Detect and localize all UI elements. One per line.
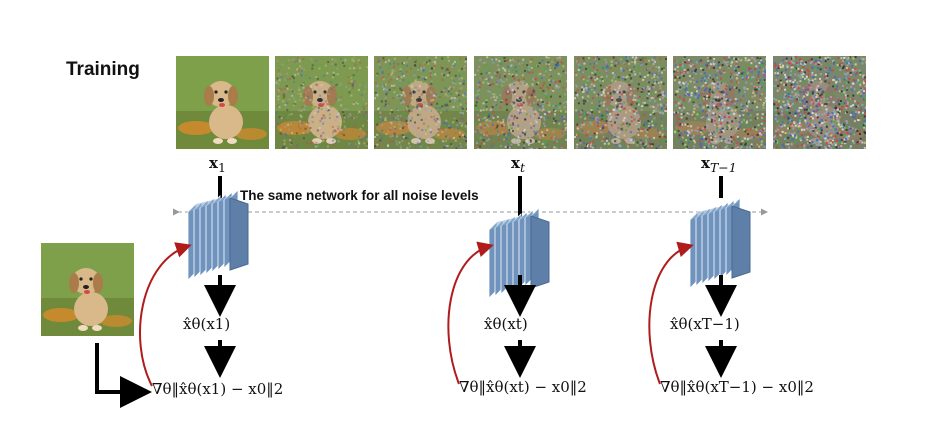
network-block-T: [689, 197, 751, 289]
loss-gradient-T-1: ∇θ‖x̂θ(xT−1) − x0‖2: [660, 378, 814, 396]
arrow-x0-to-loss: [95, 343, 152, 408]
image-frame-x0: [41, 243, 134, 336]
network-block-1: [187, 189, 249, 281]
label-x1: x1: [209, 154, 226, 175]
image-frame-x1-clean: [176, 56, 269, 149]
image-frame-noisy-3: [374, 56, 467, 149]
prediction-1: x̂θ(x1): [183, 315, 231, 333]
training-title: Training: [66, 59, 140, 80]
image-frame-noisy-7: [773, 56, 866, 149]
gradient-arrow-t: [447, 241, 494, 385]
loss-gradient-1: ∇θ‖x̂θ(x1) − x0‖2: [152, 380, 284, 398]
gradient-arrow-1: [139, 242, 192, 387]
label-xt: xt: [511, 154, 525, 175]
prediction-t: x̂θ(xt): [484, 315, 528, 333]
prediction-T-1: x̂θ(xT−1): [670, 315, 740, 333]
image-frame-noisy-5: [574, 56, 667, 149]
loss-gradient-t: ∇θ‖x̂θ(xt) − x0‖2: [459, 378, 587, 396]
image-frame-noisy-2: [275, 56, 368, 149]
label-xT-1: xT−1: [701, 154, 737, 175]
image-frame-xT-1: [673, 56, 766, 149]
shared-network-caption: The same network for all noise levels: [240, 188, 479, 203]
network-block-t: [488, 207, 550, 299]
image-frame-xt: [474, 56, 567, 149]
gradient-arrow-T: [648, 241, 694, 385]
